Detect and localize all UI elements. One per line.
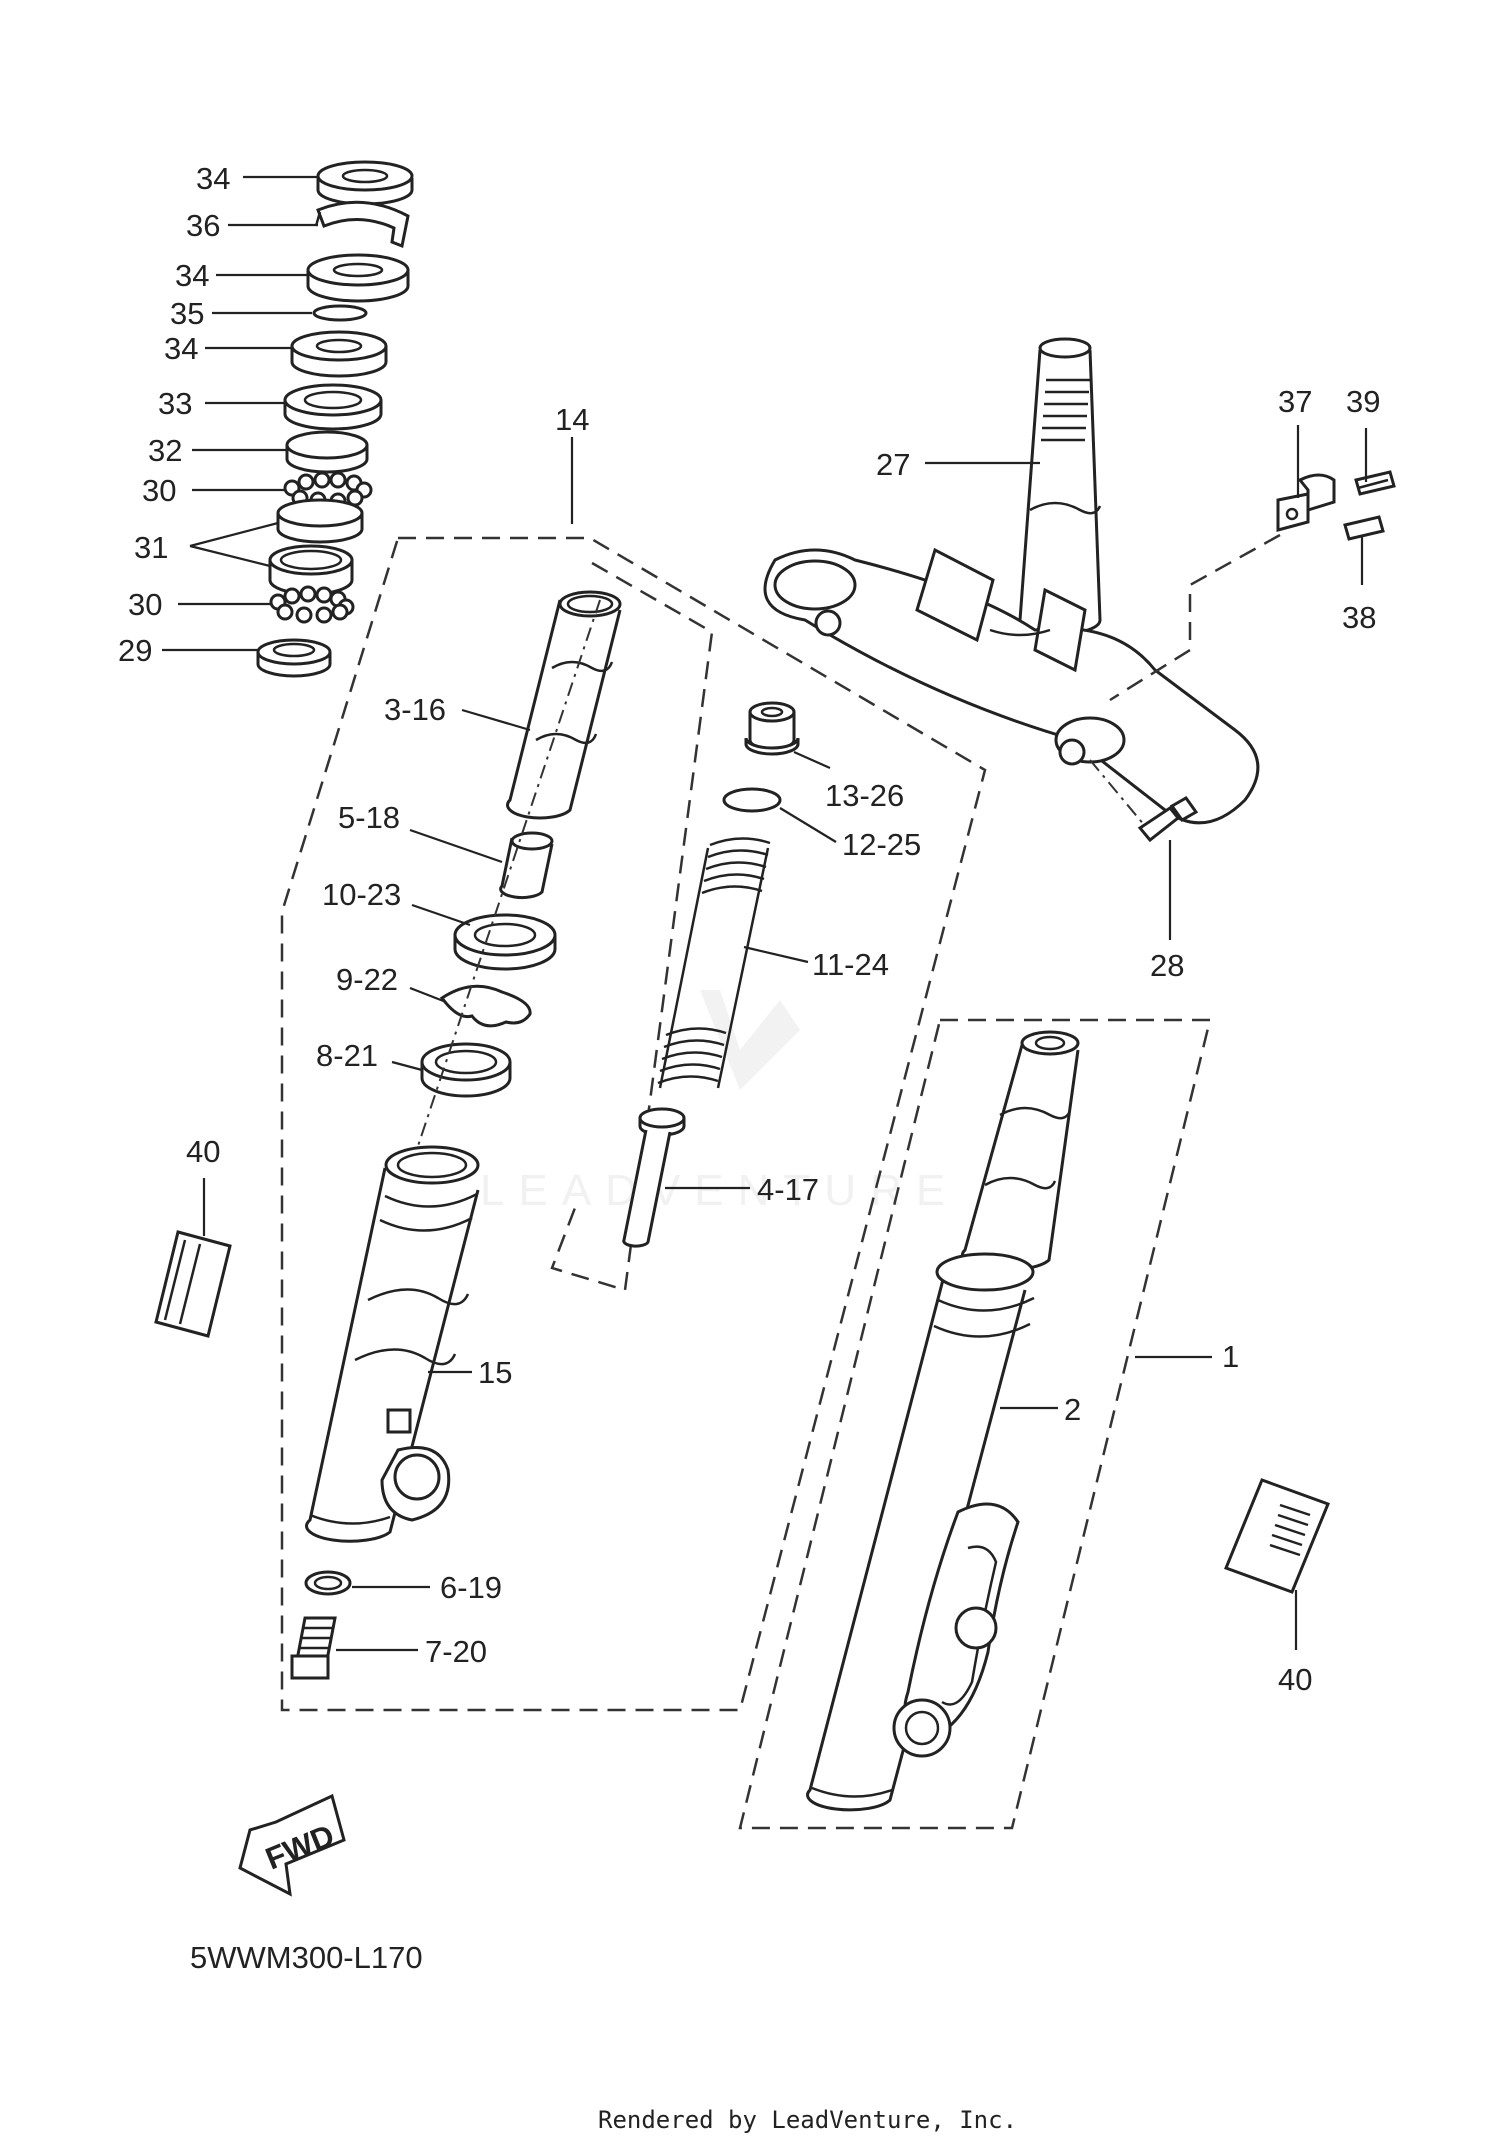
callout-34-lower: 34 <box>164 331 198 366</box>
o-ring-icon <box>722 787 782 813</box>
ring-nut-middle-icon <box>306 253 410 303</box>
bottom-race-icon <box>256 638 332 678</box>
washer-icon <box>312 304 368 322</box>
callout-4-17: 4-17 <box>757 1172 819 1207</box>
steering-stem <box>763 337 1260 825</box>
callout-15: 15 <box>478 1355 512 1390</box>
drawing-code: 5WWM300-L170 <box>190 1940 423 1975</box>
fork-spring-icon <box>657 837 771 1089</box>
damper-rod-icon <box>622 1107 686 1248</box>
bracket-group: 37 39 38 <box>1109 384 1396 702</box>
callout-33: 33 <box>158 386 192 421</box>
label-card-right: 40 <box>1224 1478 1330 1697</box>
footer-credit: Rendered by LeadVenture, Inc. <box>598 2106 1017 2134</box>
bearing-race-lower-icon <box>268 544 354 596</box>
lock-washer-icon <box>314 200 410 249</box>
callout-30-top: 30 <box>142 473 176 508</box>
ball-bearing-lower-icon <box>269 585 355 624</box>
callout-31: 31 <box>134 530 168 565</box>
inner-tube-icon <box>506 590 622 820</box>
fwd-arrow-icon: FWD <box>238 1793 346 1897</box>
callout-11-24: 11-24 <box>812 947 889 982</box>
callout-5-18: 5-18 <box>338 800 400 835</box>
callout-40-right: 40 <box>1278 1662 1312 1697</box>
callout-40-left: 40 <box>186 1134 220 1169</box>
callout-36: 36 <box>186 208 220 243</box>
dust-seal-fork-icon <box>420 1042 512 1098</box>
bearing-race-upper-icon <box>276 498 364 544</box>
callout-29: 29 <box>118 633 152 668</box>
callout-10-23: 10-23 <box>322 877 401 912</box>
ring-nut-lower-icon <box>290 330 388 378</box>
fork-right-1: 1 <box>738 1018 1239 1830</box>
bearing-race-top-icon <box>285 430 369 474</box>
callout-13-26: 13-26 <box>825 778 904 813</box>
bolt-icon <box>290 1616 337 1680</box>
oil-seal-icon <box>453 913 557 971</box>
callout-35: 35 <box>170 296 204 331</box>
callout-37: 37 <box>1278 384 1312 419</box>
callout-2: 2 <box>1064 1392 1081 1427</box>
callout-39: 39 <box>1346 384 1380 419</box>
callout-30-lower: 30 <box>128 587 162 622</box>
callout-14: 14 <box>555 402 589 437</box>
outer-tube-icon <box>305 1145 480 1543</box>
cap-bolt-icon <box>744 701 800 756</box>
callout-1: 1 <box>1222 1339 1239 1374</box>
callout-3-16: 3-16 <box>384 692 446 727</box>
callout-32: 32 <box>148 433 182 468</box>
callout-34-middle: 34 <box>175 258 209 293</box>
fork-assembly-14: 14 3-16 5-18 10-23 9-22 <box>280 402 987 1712</box>
watermark-text: LEADVENTURE <box>480 1166 959 1215</box>
callout-34-top: 34 <box>196 161 230 196</box>
bearing-stack: 34 36 34 35 34 33 32 30 31 30 29 <box>118 160 414 678</box>
crown-bolt-icon: 28 <box>1089 759 1199 983</box>
label-card-left: 40 <box>154 1134 232 1338</box>
slide-bushing-icon <box>499 831 554 900</box>
ring-nut-top-icon <box>316 160 414 206</box>
dust-seal-icon <box>283 383 383 431</box>
callout-12-25: 12-25 <box>842 827 921 862</box>
callout-38: 38 <box>1342 600 1376 635</box>
callout-7-20: 7-20 <box>425 1634 487 1669</box>
damper-group: 13-26 12-25 11-24 4-17 <box>622 701 921 1248</box>
callout-28: 28 <box>1150 948 1184 983</box>
callout-8-21: 8-21 <box>316 1038 378 1073</box>
gasket-icon <box>304 1570 352 1596</box>
watermark: LEADVENTURE <box>480 990 959 1215</box>
callout-27: 27 <box>876 447 910 482</box>
callout-6-19: 6-19 <box>440 1570 502 1605</box>
callout-9-22: 9-22 <box>336 962 398 997</box>
stopper-ring-icon <box>439 984 532 1028</box>
